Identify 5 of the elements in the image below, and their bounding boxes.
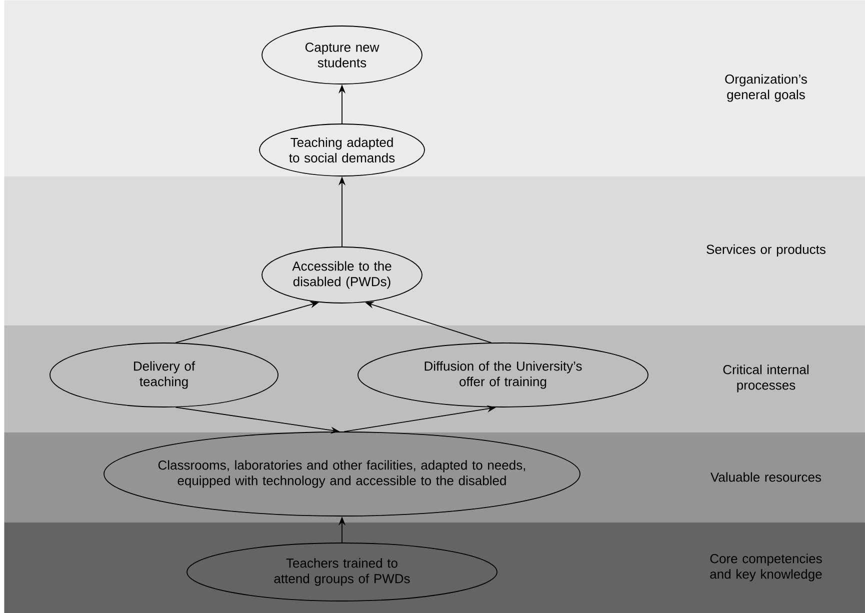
band-label: Valuable resources [710,472,822,482]
band-label: Services or products [706,244,826,257]
band-label: Organization’s general goals [725,74,807,102]
band-label: Critical internal processes [723,364,808,392]
band-label: Core competencies and key knowledge [710,554,822,582]
